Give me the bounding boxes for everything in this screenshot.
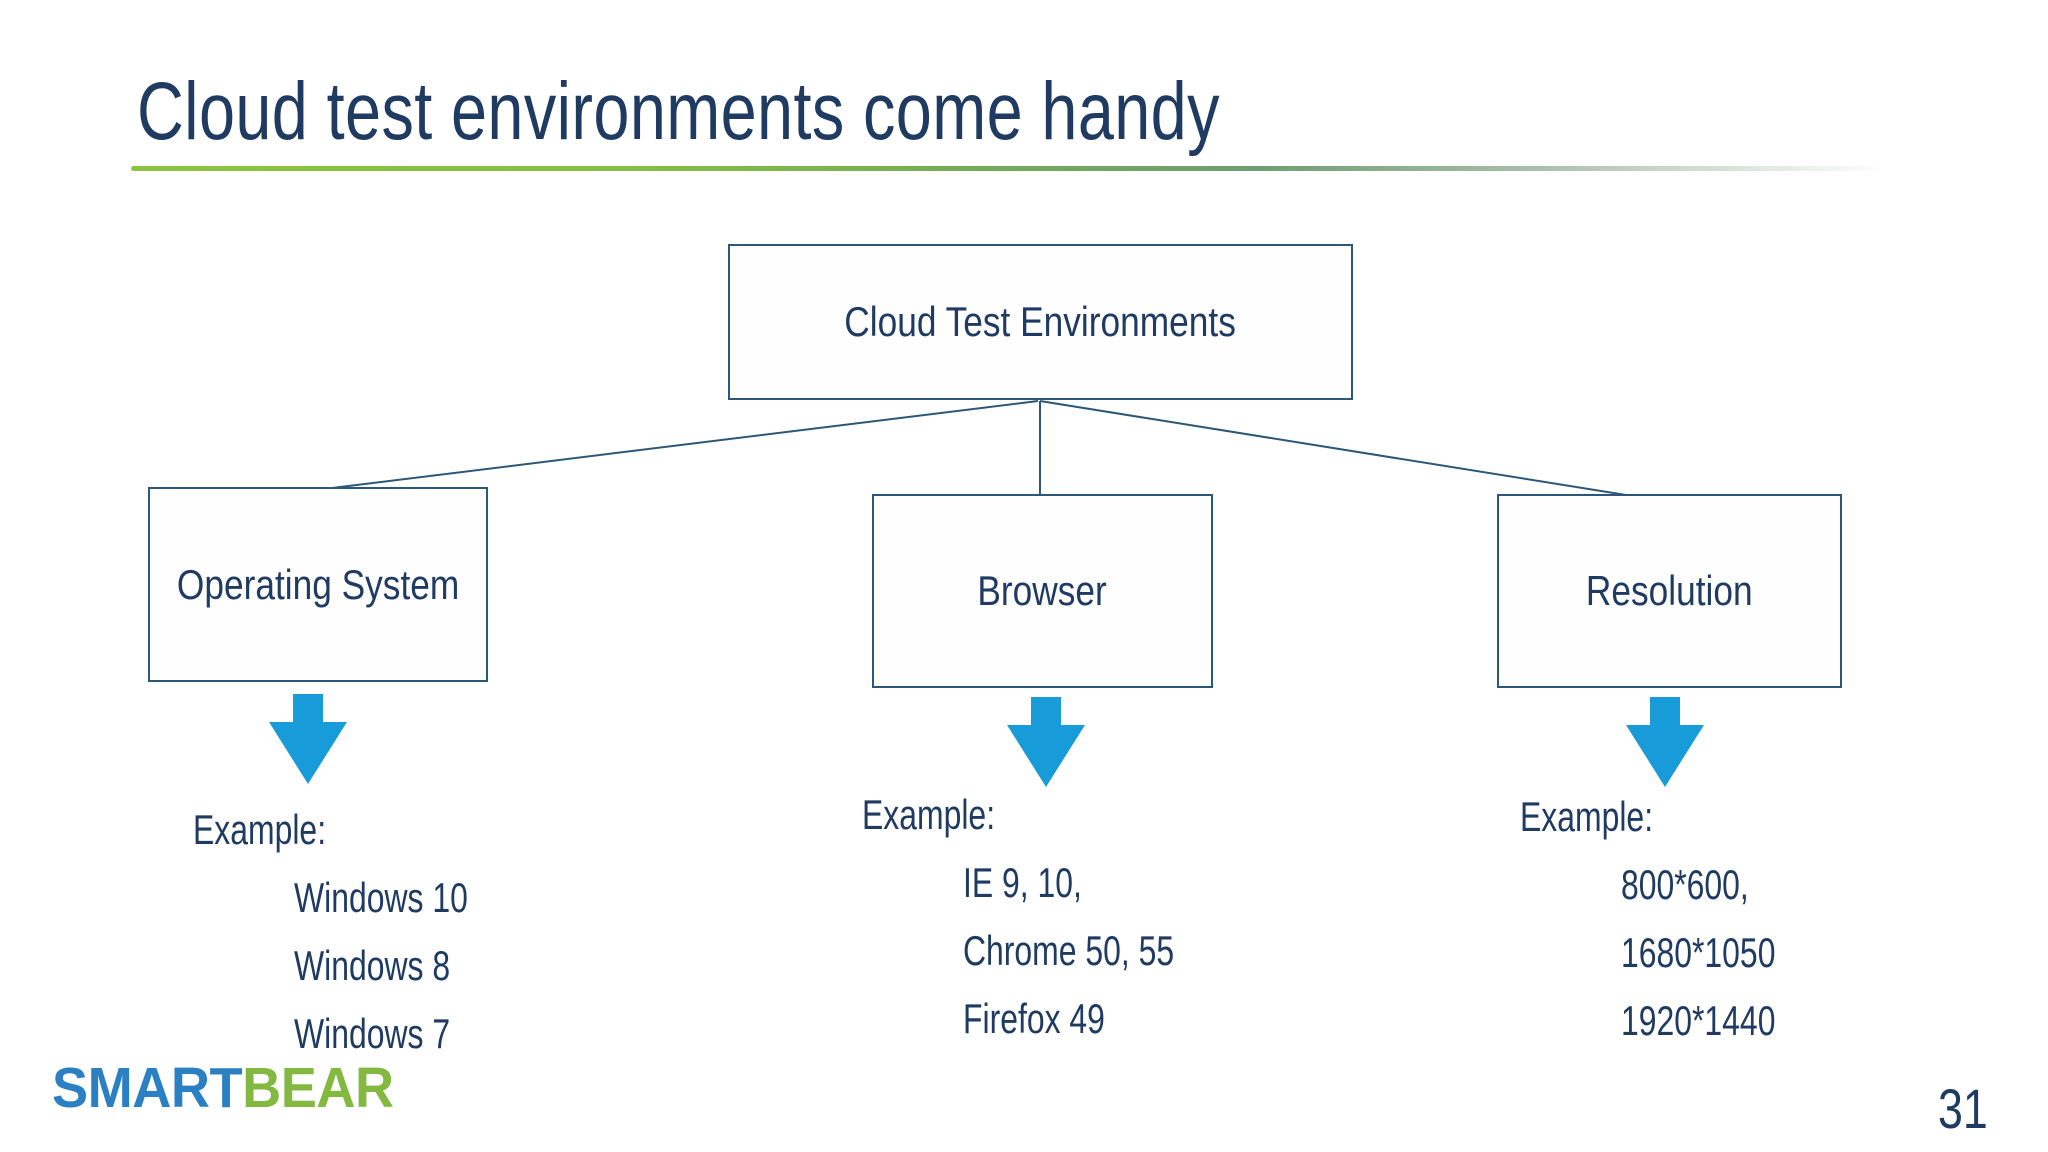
connector-root-to-resolution [1039,400,1627,496]
slide-title-text: Cloud test environments come handy [137,66,1220,157]
example-item: 1920*1440 [1520,987,1824,1055]
example-item: Windows 8 [193,932,523,1000]
connector-root-to-os [323,400,1039,490]
logo-smart-text: SMART [52,1056,243,1120]
example-heading-text: Example: [1520,793,1654,840]
example-item: 800*600, [1520,851,1824,919]
example-item-text: Windows 7 [294,1010,451,1057]
example-heading: Example: [862,781,1241,849]
example-heading-text: Example: [193,806,327,853]
example-item-text: Windows 10 [294,874,468,921]
example-item-text: Firefox 49 [963,995,1105,1042]
os-examples-column: Example: Windows 10 Windows 8 Windows 7 [193,796,523,1068]
example-item-text: 1920*1440 [1621,997,1776,1044]
title-divider-line [131,166,1888,171]
smartbear-logo-text: SMARTBEAR [52,1060,394,1117]
smartbear-logo: SMARTBEAR [52,1060,412,1117]
example-heading: Example: [1520,783,1824,851]
example-item: Firefox 49 [862,985,1241,1053]
example-heading: Example: [193,796,523,864]
example-item: Chrome 50, 55 [862,917,1241,985]
resolution-box: Resolution [1497,494,1842,688]
operating-system-box: Operating System [148,487,488,682]
down-arrow-icon [1626,697,1704,787]
operating-system-label: Operating System [176,560,460,608]
browser-examples-column: Example: IE 9, 10, Chrome 50, 55 Firefox… [862,781,1241,1053]
example-heading-text: Example: [862,791,996,838]
down-arrow-icon [1007,697,1085,787]
browser-box: Browser [872,494,1213,688]
page-number: 31 [1938,1081,2000,1137]
example-item-text: 800*600, [1621,861,1749,908]
root-node-box: Cloud Test Environments [728,244,1353,400]
example-item-text: 1680*1050 [1621,929,1776,976]
example-item: Windows 7 [193,1000,523,1068]
slide-title: Cloud test environments come handy [137,71,1508,153]
example-item-text: Chrome 50, 55 [963,927,1175,974]
browser-label: Browser [977,567,1108,614]
example-item: IE 9, 10, [862,849,1241,917]
example-item: Windows 10 [193,864,523,932]
resolution-examples-column: Example: 800*600, 1680*1050 1920*1440 [1520,783,1824,1055]
example-item: 1680*1050 [1520,919,1824,987]
root-node-label: Cloud Test Environments [844,298,1237,345]
logo-bear-text: BEAR [242,1056,394,1120]
resolution-label: Resolution [1586,567,1753,614]
example-item-text: Windows 8 [294,942,451,989]
down-arrow-icon [269,694,347,784]
page-number-text: 31 [1938,1077,1988,1140]
example-item-text: IE 9, 10, [963,859,1082,906]
